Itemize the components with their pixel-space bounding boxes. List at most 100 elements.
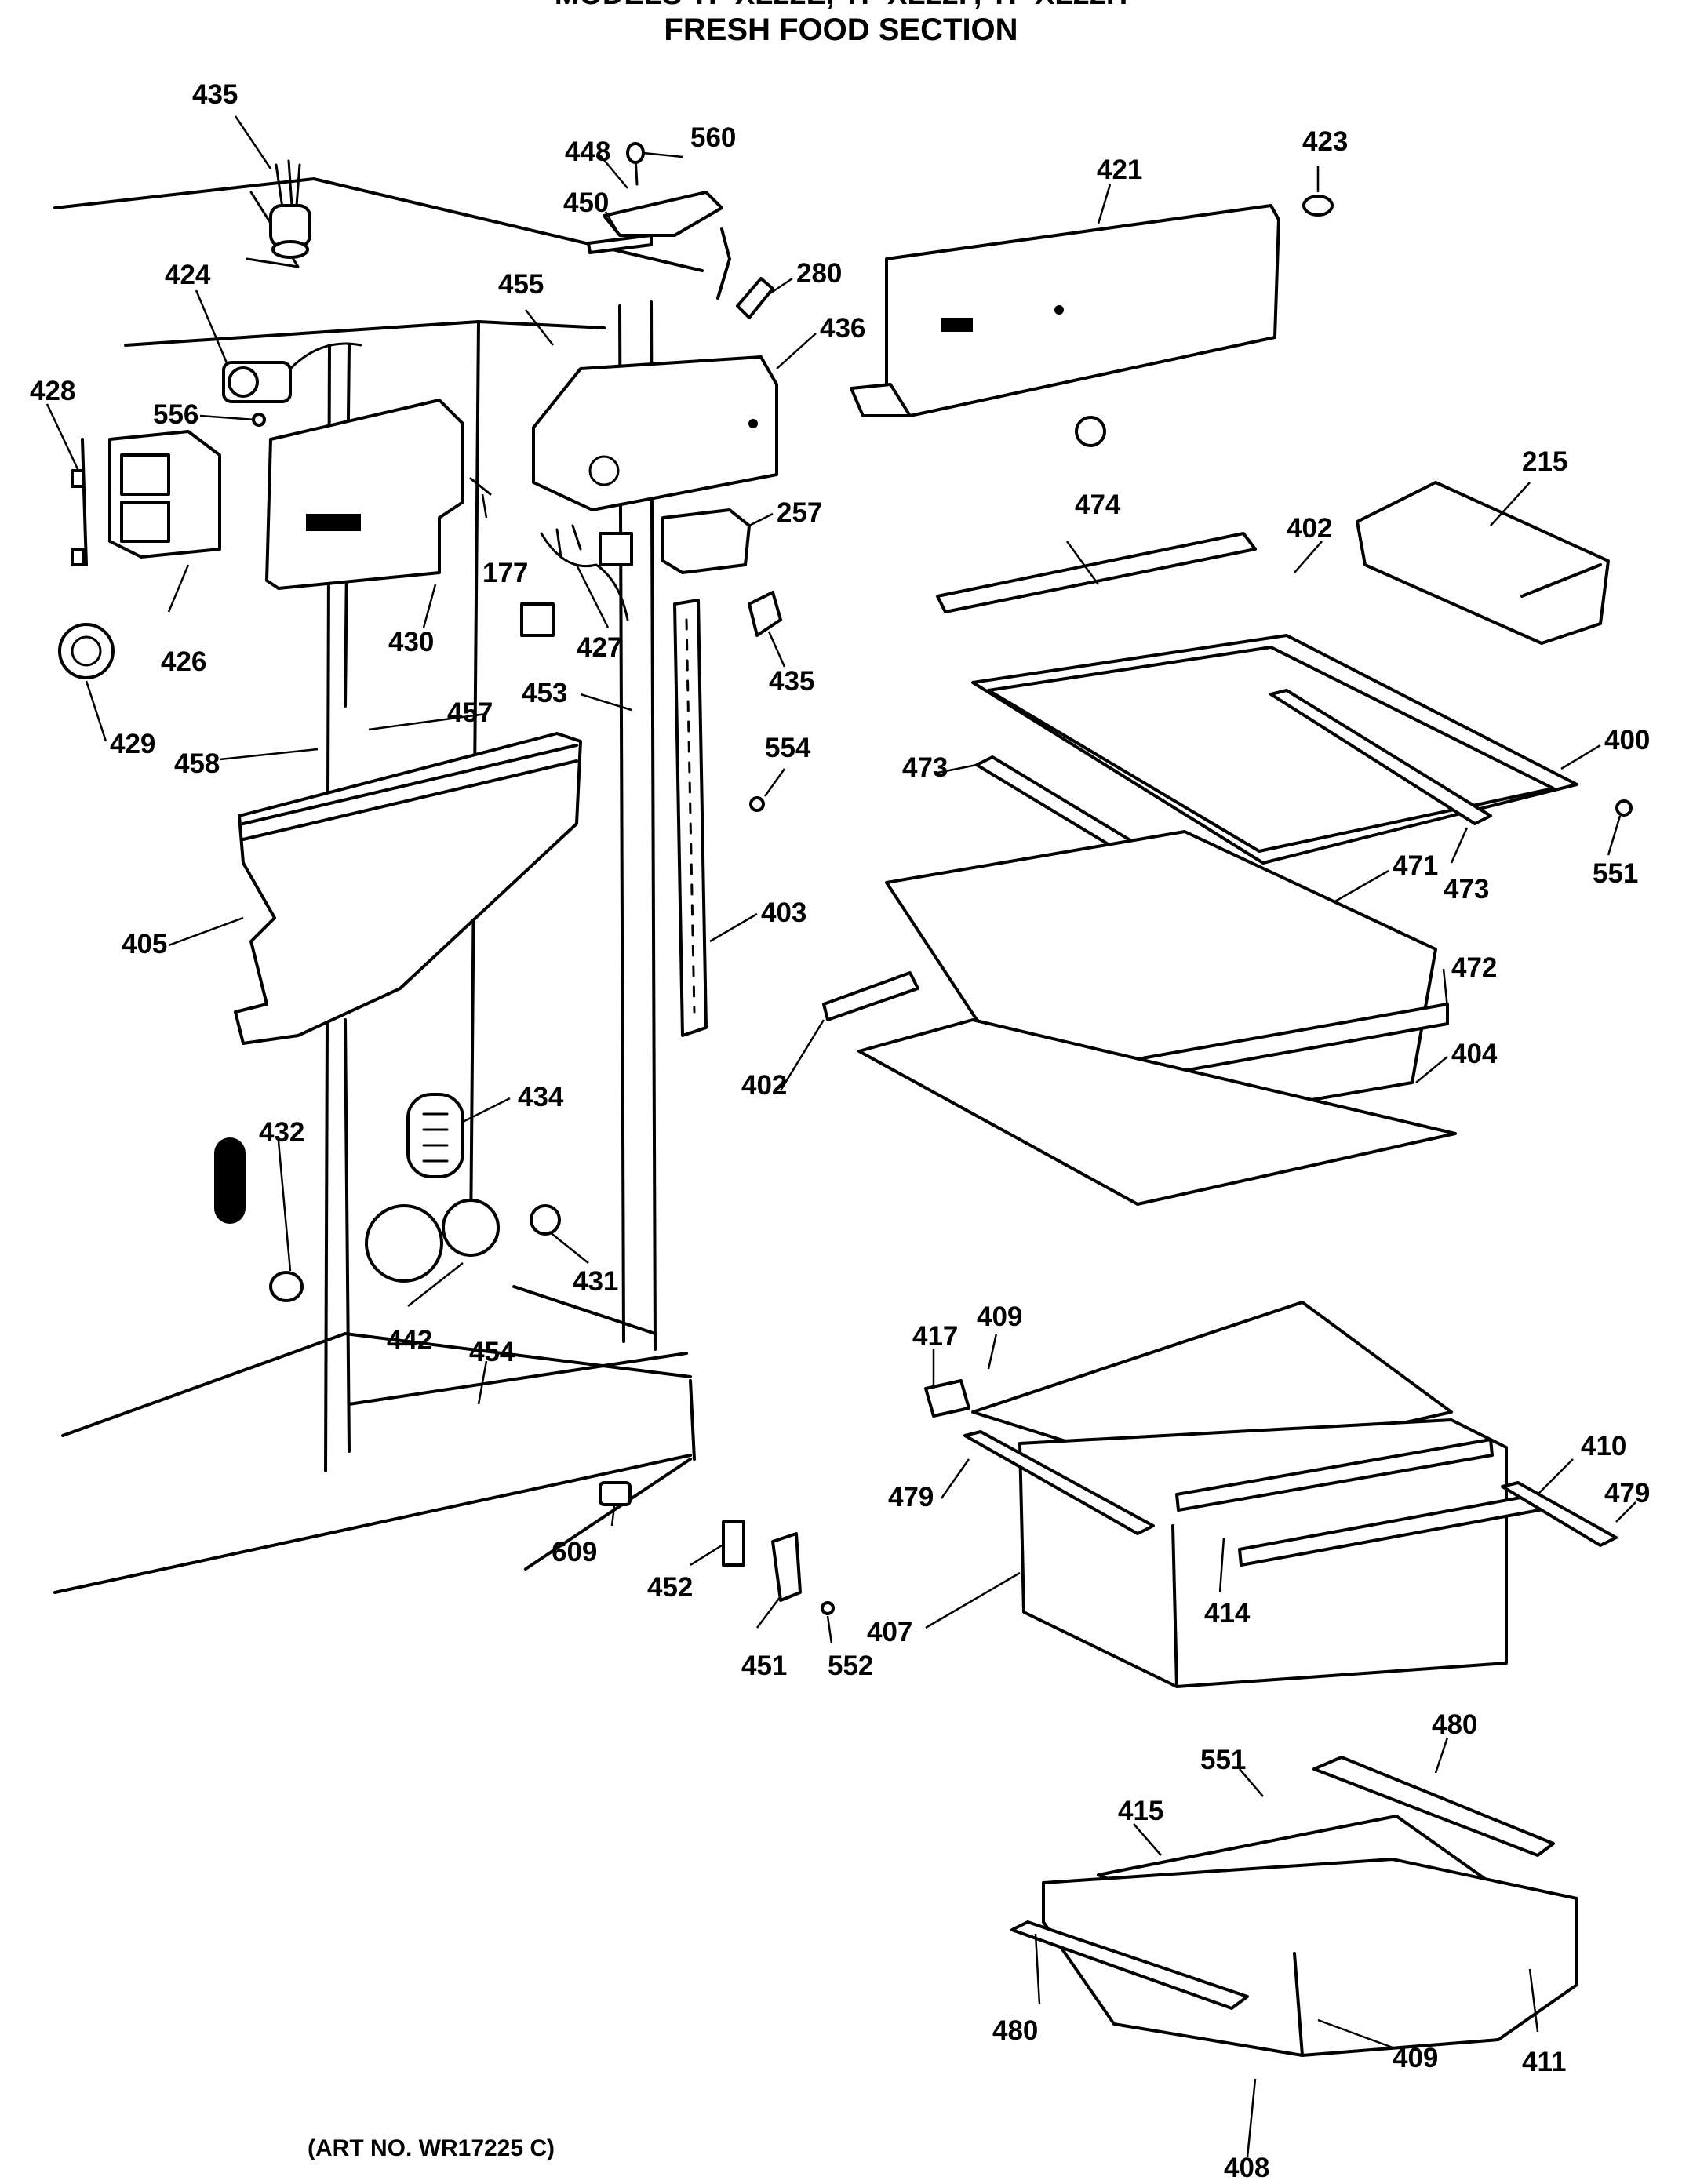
callout-450: 450 [563, 187, 609, 218]
part-429-damper-control [58, 623, 115, 679]
callout-427: 427 [577, 632, 622, 663]
callout-403: 403 [761, 897, 806, 928]
callout-451: 451 [741, 1651, 787, 1681]
callout-417: 417 [912, 1321, 958, 1352]
callout-414: 414 [1204, 1598, 1251, 1629]
part-435-socket [748, 591, 782, 637]
callout-554: 554 [765, 733, 811, 763]
callout-432: 432 [259, 1117, 304, 1148]
part-426-air-duct [108, 430, 221, 559]
part-215-bin [1356, 481, 1610, 645]
callout-552: 552 [828, 1651, 873, 1681]
callout-423: 423 [1302, 126, 1348, 157]
callout-442: 442 [387, 1325, 432, 1356]
callout-400: 400 [1604, 725, 1650, 755]
callout-404: 404 [1451, 1039, 1498, 1069]
callout-409-top: 409 [977, 1301, 1022, 1332]
part-480-rail-top [1312, 1756, 1555, 1857]
part-403-shelf-rail [673, 599, 708, 1037]
callout-429: 429 [110, 729, 155, 759]
part-473-rail-right [1269, 689, 1492, 825]
callout-560: 560 [690, 122, 736, 153]
part-280-bulb [736, 277, 774, 319]
callout-215: 215 [1522, 446, 1567, 477]
part-552-screw [821, 1601, 835, 1615]
callout-479-right: 479 [1604, 1478, 1650, 1509]
callout-472: 472 [1451, 952, 1497, 983]
callout-428: 428 [30, 376, 75, 406]
callout-473-left: 473 [902, 752, 948, 783]
part-432-grommet [214, 1138, 304, 1302]
callout-407: 407 [867, 1617, 912, 1647]
part-424-fan-motor [222, 342, 362, 403]
callout-430: 430 [388, 627, 434, 657]
callout-448: 448 [565, 136, 610, 167]
callout-408: 408 [1224, 2153, 1269, 2183]
section-title: FRESH FOOD SECTION [664, 13, 1018, 47]
callout-405: 405 [122, 929, 167, 959]
callout-411: 411 [1522, 2047, 1566, 2077]
part-452-plate [722, 1520, 745, 1567]
callout-473-right: 473 [1444, 874, 1489, 905]
callout-402-bottom: 402 [741, 1070, 787, 1101]
callout-257: 257 [777, 497, 822, 528]
callout-415: 415 [1118, 1796, 1163, 1826]
part-427-wiring-harness [520, 524, 633, 637]
callout-436: 436 [820, 313, 865, 344]
callout-435: 435 [192, 79, 238, 110]
part-421-cover [850, 204, 1280, 417]
part-408-drawer [1042, 1858, 1578, 2057]
callout-556: 556 [153, 399, 198, 430]
part-417-clip [924, 1379, 970, 1418]
part-479-slide-left [963, 1430, 1155, 1535]
art-number: (ART NO. WR17225 C) [308, 2135, 555, 2161]
callout-431: 431 [573, 1266, 618, 1297]
part-451-hinge [771, 1532, 802, 1602]
part-425-knob [1075, 416, 1106, 447]
callout-labels: 435 448 560 421 423 450 280 455 436 424 … [30, 79, 1650, 2183]
part-556-screw [252, 413, 266, 427]
callout-402-top: 402 [1287, 513, 1332, 544]
part-257-defrost-timer [661, 508, 751, 574]
part-479-slide-right [1501, 1481, 1618, 1547]
callout-458: 458 [174, 748, 220, 779]
part-400-shelf [971, 634, 1578, 864]
part-609-switch [599, 1481, 632, 1506]
callout-453: 453 [522, 678, 567, 708]
callout-480-bottom: 480 [992, 2015, 1038, 2046]
part-434-light-shield [406, 1093, 464, 1178]
callout-551-bottom: 551 [1200, 1745, 1246, 1775]
callout-421: 421 [1097, 155, 1142, 185]
part-436-control-housing [532, 355, 778, 511]
callout-452: 452 [647, 1572, 693, 1603]
part-428-bracket [71, 438, 88, 566]
part-551-screw [1615, 799, 1633, 817]
callout-177: 177 [482, 558, 528, 588]
part-402-rod [822, 971, 919, 1021]
callout-480-top: 480 [1432, 1709, 1477, 1740]
callout-455: 455 [498, 269, 544, 300]
callout-474: 474 [1075, 490, 1121, 520]
callout-479-left: 479 [888, 1482, 934, 1512]
part-423-button [1302, 195, 1334, 217]
part-177-screw [469, 477, 492, 496]
part-435-light-socket [269, 159, 311, 259]
callout-457: 457 [447, 697, 493, 728]
part-554-screw [749, 796, 765, 812]
callout-609: 609 [552, 1537, 597, 1567]
callout-280: 280 [796, 258, 842, 289]
model-title: MODELS TF XL22E, TF XL22F, TF XL22H [0, 0, 1682, 16]
part-442-thermostat [365, 1199, 500, 1283]
callout-454: 454 [469, 1337, 515, 1367]
part-431-knob [530, 1204, 561, 1236]
part-405-duct-cover [234, 732, 582, 1045]
part-404-shelf [857, 1018, 1457, 1206]
callout-471: 471 [1393, 850, 1438, 881]
part-480-rail-bottom [1010, 1920, 1249, 2010]
part-474-trim [936, 532, 1257, 613]
part-430-fan-housing [265, 399, 464, 590]
callout-410: 410 [1581, 1431, 1626, 1461]
callout-435-b: 435 [769, 666, 814, 697]
callout-424: 424 [165, 260, 211, 290]
